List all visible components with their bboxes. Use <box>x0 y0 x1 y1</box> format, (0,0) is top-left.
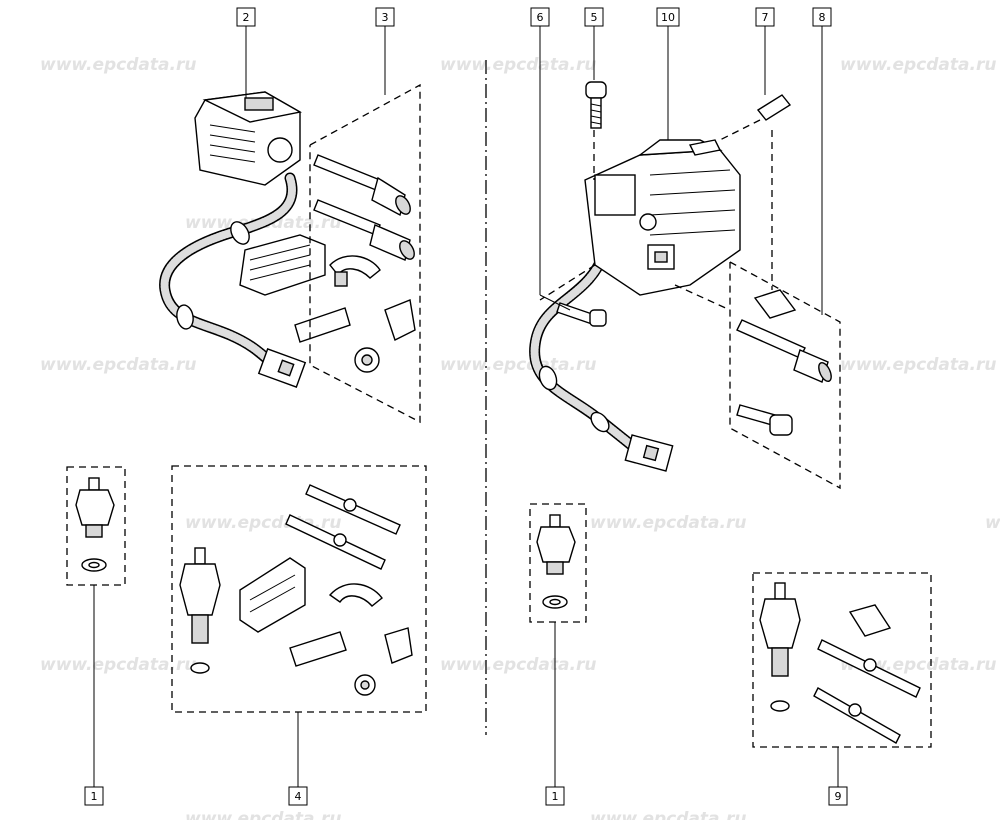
sensor-kit-right <box>529 503 587 787</box>
callout-label: 10 <box>661 11 675 24</box>
callout-7[interactable]: 7 <box>755 7 775 27</box>
watermark-text: www.epcdata.ru <box>590 809 746 820</box>
callout-label: 1 <box>552 790 559 803</box>
callout-label: 4 <box>295 790 302 803</box>
callout-4[interactable]: 4 <box>288 786 308 806</box>
watermark-text: www.epcdata.ru <box>985 513 1000 533</box>
callout-label: 7 <box>762 11 769 24</box>
callout-label: 5 <box>591 11 598 24</box>
callout-10[interactable]: 10 <box>656 7 680 27</box>
callout-label: 8 <box>819 11 826 24</box>
watermark-text: www.epcdata.ru <box>40 655 196 675</box>
left-valve-assembly <box>159 91 416 388</box>
callout-2[interactable]: 2 <box>236 7 256 27</box>
bolt-long <box>313 199 415 261</box>
kit-boundary-8 <box>729 261 841 490</box>
right-valve-assembly <box>529 81 792 472</box>
callout-label: 9 <box>835 790 842 803</box>
watermark-text: www.epcdata.ru <box>840 55 996 75</box>
repair-kit-4 <box>171 465 427 787</box>
sensor-kit-left <box>66 466 126 787</box>
watermark-text: www.epcdata.ru <box>840 355 996 375</box>
kit-8-parts <box>736 289 832 436</box>
watermark-text: www.epcdata.ru <box>185 809 341 820</box>
kit-boundary-3 <box>309 83 421 424</box>
watermark-text: www.epcdata.ru <box>440 55 596 75</box>
watermark-text: www.epcdata.ru <box>440 355 596 375</box>
callout-5[interactable]: 5 <box>584 7 604 27</box>
callout-9[interactable]: 9 <box>828 786 848 806</box>
callout-label: 6 <box>537 11 544 24</box>
callout-1-left[interactable]: 1 <box>84 786 104 806</box>
watermark-text: www.epcdata.ru <box>440 655 596 675</box>
repair-kit-9 <box>752 572 932 787</box>
callout-label: 1 <box>91 790 98 803</box>
callout-1-right[interactable]: 1 <box>545 786 565 806</box>
watermark-text: www.epcdata.ru <box>590 513 746 533</box>
callout-6[interactable]: 6 <box>530 7 550 27</box>
watermark-text: www.epcdata.ru <box>40 355 196 375</box>
callout-8[interactable]: 8 <box>812 7 832 27</box>
watermark-text: www.epcdata.ru <box>40 55 196 75</box>
bolt-long <box>313 154 411 217</box>
callout-label: 3 <box>382 11 389 24</box>
callout-3[interactable]: 3 <box>375 7 395 27</box>
callout-label: 2 <box>243 11 250 24</box>
